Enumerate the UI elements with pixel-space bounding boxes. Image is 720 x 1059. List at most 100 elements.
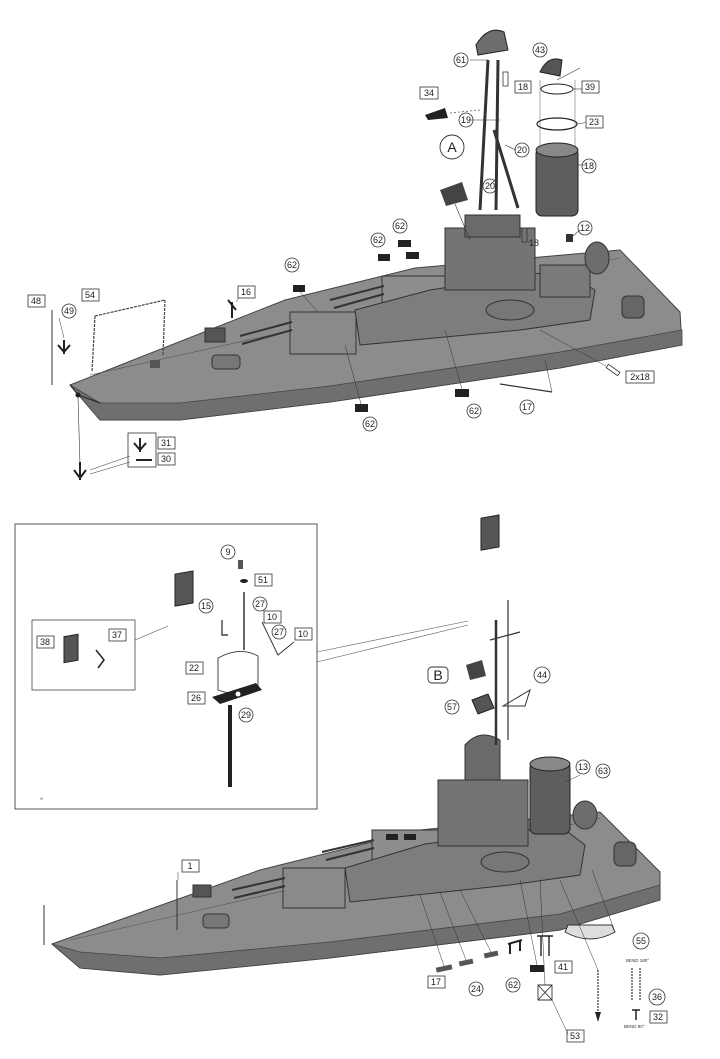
lower-leader — [591, 869, 616, 933]
label-39-box — [581, 80, 600, 94]
upper-turret-forward — [289, 311, 357, 355]
label-26: 26 — [191, 693, 201, 703]
label-1-box — [181, 859, 200, 873]
upper-gun-barrel — [241, 329, 293, 345]
label-62e: 62 — [469, 406, 479, 416]
detail-inset: ∞ 9 51 15 27 10 27 10 38 37 22 26 29 — [14, 523, 469, 810]
lower-aft-cylinder — [572, 800, 598, 830]
label-36: 36 — [652, 992, 662, 1002]
lower-leader — [539, 879, 546, 986]
label-10b: 10 — [298, 629, 308, 639]
upper-bridge — [444, 227, 536, 291]
label-62b-circle — [370, 232, 386, 248]
upper-leader — [89, 455, 131, 471]
upper-leader — [344, 344, 362, 405]
upper-leader — [504, 144, 517, 151]
label-20a: 20 — [517, 145, 527, 155]
label-27b-circle — [271, 624, 287, 640]
lower-yard — [489, 631, 521, 641]
label-36-circle — [648, 988, 666, 1006]
label-49-circle — [61, 303, 77, 319]
upper-part-62 — [398, 240, 411, 247]
label-62e-circle — [466, 403, 482, 419]
label-9: 9 — [225, 547, 230, 557]
lower-aft-fitting — [613, 841, 637, 867]
upper-leader — [58, 317, 65, 339]
upper-part-12 — [566, 234, 573, 242]
radar-grid-38 — [63, 633, 79, 664]
lower-part-44 — [501, 688, 531, 707]
upper-aa-gun — [440, 182, 468, 206]
label-61-circle — [453, 52, 469, 68]
upper-part-62 — [378, 254, 390, 261]
upper-mast-top — [475, 29, 509, 56]
upper-gun-barrel — [329, 285, 385, 301]
lower-leader — [559, 879, 599, 971]
label-41: 41 — [558, 962, 568, 972]
label-57-circle — [444, 699, 460, 715]
lower-leader — [419, 894, 445, 967]
label-27a: 27 — [255, 599, 265, 609]
label-54: 54 — [85, 290, 95, 300]
label-29: 29 — [241, 710, 251, 720]
label-1: 1 — [187, 861, 192, 871]
label-26-box — [187, 691, 206, 705]
label-24: 24 — [471, 984, 481, 994]
label-20b: 20 — [485, 181, 495, 191]
lower-deck-fitting — [202, 913, 230, 929]
upper-ladder-part — [521, 227, 528, 243]
label-10a-box — [263, 610, 282, 624]
label-10a: 10 — [267, 612, 277, 622]
label-18b: 18 — [584, 161, 594, 171]
label-55-circle — [632, 932, 650, 950]
upper-deck-fitting — [211, 354, 241, 370]
parts-31-30-group — [127, 432, 157, 468]
lower-boat-55 — [564, 924, 616, 940]
label-62d-circle — [362, 416, 378, 432]
label-10b-box — [294, 627, 313, 641]
upper-part-34 — [425, 108, 448, 120]
label-20a-circle — [514, 142, 530, 158]
label-A: A — [447, 139, 457, 155]
label-A-circle — [439, 134, 465, 160]
upper-leader — [544, 359, 553, 393]
label-13-circle — [575, 759, 591, 775]
upper-funnel-cap-ring — [540, 83, 574, 95]
upper-anchor-49 — [57, 340, 71, 354]
lower-turret-forward — [282, 867, 346, 909]
label-34: 34 — [424, 88, 434, 98]
radar-grid — [174, 570, 194, 607]
lower-part-24b — [483, 950, 499, 959]
upper-part-62 — [355, 404, 368, 412]
label-18c: 18 — [529, 238, 539, 248]
lower-director-tower — [464, 734, 501, 781]
label-62a-circle — [392, 218, 408, 234]
upper-leader — [444, 329, 463, 390]
label-38: 38 — [40, 637, 50, 647]
upper-leader — [299, 291, 319, 313]
label-18b-circle — [581, 158, 597, 174]
lower-leader — [551, 999, 569, 1035]
label-63-circle — [595, 763, 611, 779]
upper-aa-gun-leader — [454, 203, 471, 241]
lower-part-32 — [632, 1009, 640, 1020]
label-57: 57 — [447, 702, 457, 712]
label-20b-circle — [482, 178, 498, 194]
label-19-circle — [458, 112, 474, 128]
lower-funnel — [529, 761, 571, 835]
upper-part-34-leader — [449, 109, 481, 114]
upper-funnel-top — [535, 142, 579, 158]
label-17b: 17 — [431, 977, 441, 987]
upper-bow — [69, 384, 101, 404]
label-62c: 62 — [287, 260, 297, 270]
part-9 — [238, 560, 243, 569]
label-62f-circle — [505, 977, 521, 993]
lower-gun-barrel — [321, 839, 375, 853]
lower-part-B — [466, 660, 486, 680]
label-48: 48 — [31, 296, 41, 306]
upper-part-62 — [406, 252, 419, 259]
upper-part-62 — [293, 285, 305, 292]
label-44-circle — [533, 666, 551, 684]
lower-leader — [459, 889, 492, 953]
label-51-box — [254, 573, 273, 587]
